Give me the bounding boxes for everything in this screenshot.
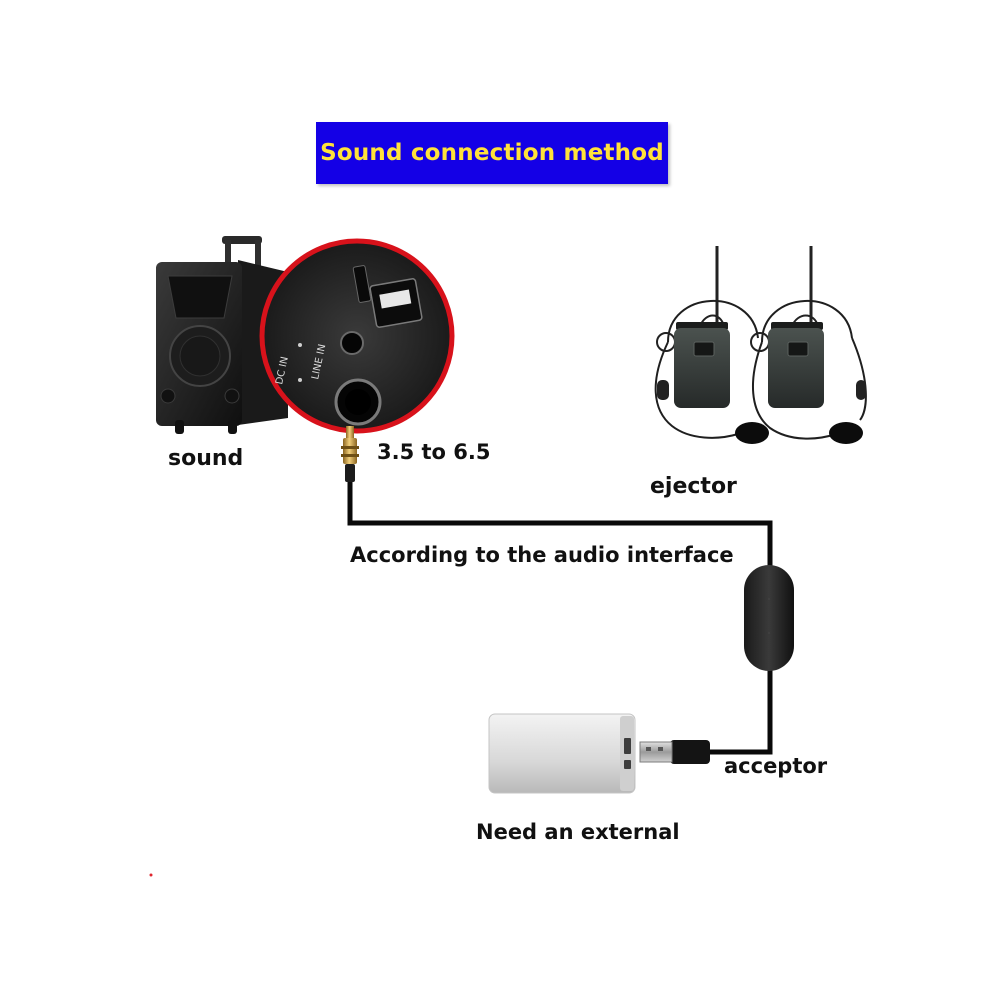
speaker-panel-closeup-icon: LINE IN DC IN (259, 238, 455, 434)
svg-text:·: · (768, 629, 771, 638)
diagram-title: Sound connection method (320, 140, 664, 166)
label-interface: According to the audio interface (350, 543, 734, 567)
usb-receiver-icon: · · (639, 565, 794, 764)
red-dot-mark (149, 873, 153, 877)
power-bank-icon (488, 713, 636, 794)
label-adapter: 3.5 to 6.5 (377, 440, 491, 464)
label-sound: sound (168, 446, 244, 471)
cable (347, 482, 773, 755)
wireless-headset-transmitter-icon (654, 246, 867, 444)
audio-plug-adapter-icon (341, 426, 359, 482)
label-external: Need an external (476, 820, 680, 844)
svg-text:·: · (768, 595, 771, 604)
title-banner: Sound connection method (316, 122, 668, 184)
label-ejector: ejector (650, 474, 737, 499)
label-acceptor: acceptor (724, 754, 828, 778)
